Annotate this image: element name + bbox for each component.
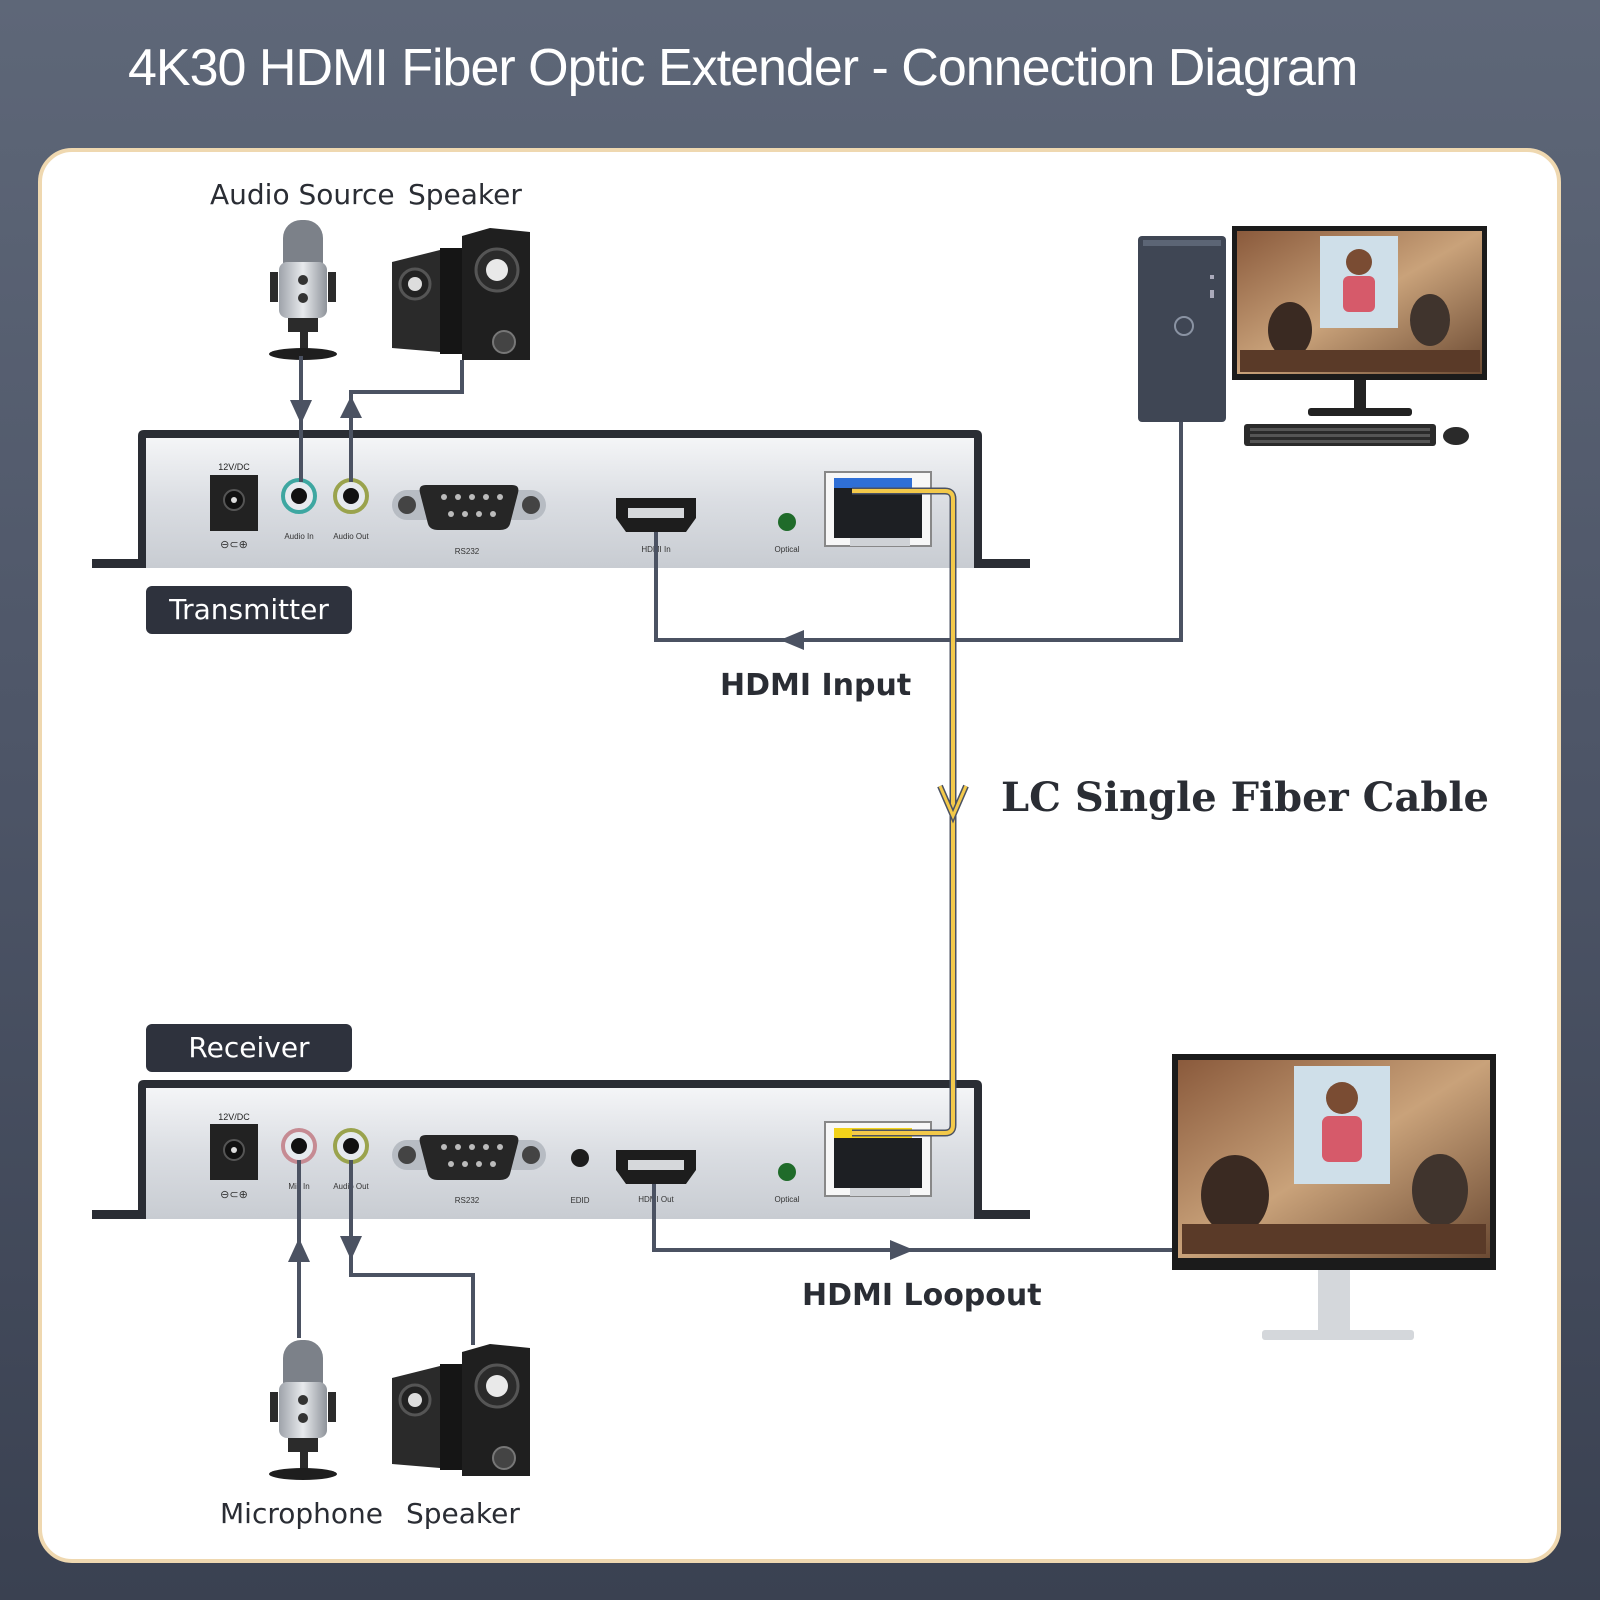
- rx-rs232-label: RS232: [455, 1196, 480, 1205]
- polarity-symbol: ⊖⊂⊕: [220, 539, 248, 551]
- receiver-device: 12V/DC ⊖⊂⊕ Mic In Audio Out RS232 EDID H…: [92, 1080, 1030, 1219]
- hdmi-loopout-label: HDMI Loopout: [802, 1278, 1042, 1313]
- rx-power-label: 12V/DC: [218, 1112, 250, 1122]
- diagram-title: 4K30 HDMI Fiber Optic Extender - Connect…: [128, 39, 1358, 97]
- tx-audio-in-label: Audio In: [284, 532, 313, 541]
- receiver-speakers: [392, 1344, 530, 1476]
- tx-audio-out-label: Audio Out: [333, 532, 369, 541]
- cable-hdmi-input: [654, 422, 1183, 642]
- cable-audio-out-speaker: [349, 360, 464, 482]
- receiver-tag: Receiver: [146, 1024, 352, 1072]
- rx-hdmi-out-label: HDMI Out: [638, 1195, 674, 1204]
- tx-optical-label: Optical: [775, 545, 800, 554]
- cable-rx-speaker: [349, 1160, 475, 1345]
- arrowheads: [288, 396, 914, 1262]
- microphone-label: Microphone: [220, 1497, 383, 1530]
- source-pc: [1138, 236, 1226, 422]
- tx-power-label: 12V/DC: [218, 462, 250, 472]
- hdmi-input-label: HDMI Input: [720, 668, 912, 703]
- source-monitor: [1232, 226, 1487, 446]
- fiber-cable-label: LC Single Fiber Cable: [1001, 774, 1489, 821]
- transmitter-device: 12V/DC ⊖⊂⊕ Audio In Audio Out RS232 HDMI…: [92, 430, 1030, 568]
- display-monitor: [1172, 1054, 1496, 1340]
- cable-hdmi-loopout: [652, 1184, 1172, 1252]
- rx-optical-label: Optical: [775, 1195, 800, 1204]
- rx-polarity-symbol: ⊖⊂⊕: [220, 1189, 248, 1201]
- transmitter-tag: Transmitter: [146, 586, 352, 634]
- tx-rs232-label: RS232: [455, 547, 480, 556]
- audio-source-microphone: [269, 220, 337, 360]
- speaker-top-label: Speaker: [408, 178, 522, 211]
- fiber-cable: [852, 487, 969, 1137]
- top-speakers: [392, 228, 530, 360]
- receiver-microphone: [269, 1340, 337, 1480]
- diagram-panel: [38, 148, 1561, 1563]
- audio-source-label: Audio Source: [210, 178, 395, 211]
- rx-edid-label: EDID: [570, 1196, 589, 1205]
- speaker-bottom-label: Speaker: [406, 1497, 520, 1530]
